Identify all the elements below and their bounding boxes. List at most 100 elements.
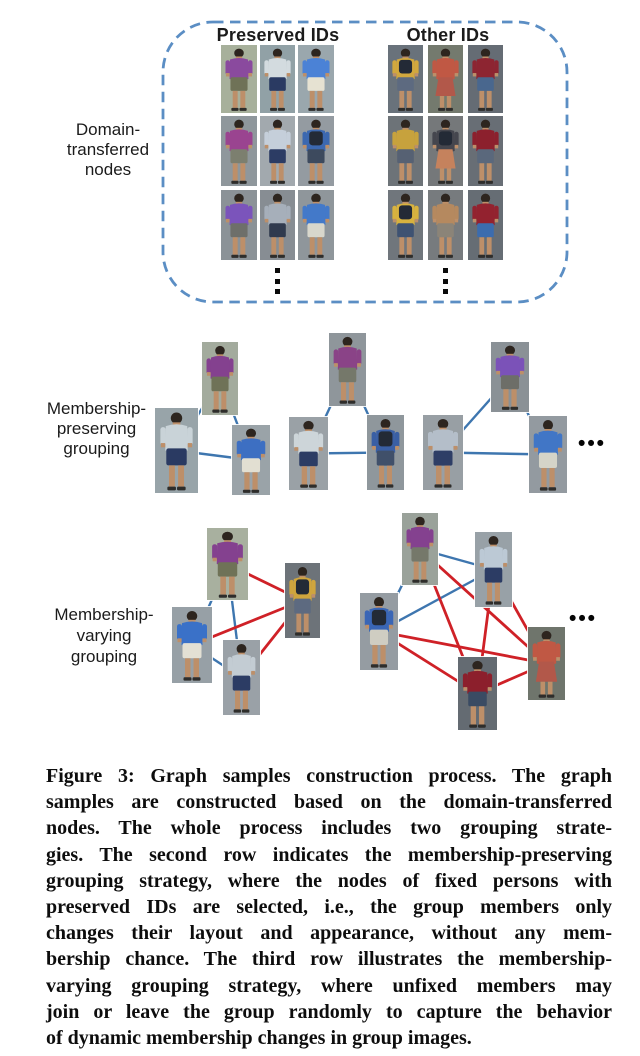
person-figure [428,45,463,113]
vertical-ellipsis-dot [442,268,448,273]
label-line: Domain- [75,120,141,139]
person-node [423,415,463,490]
person-figure [223,640,260,715]
person-node [202,342,238,415]
preserved-ids-label: Preserved IDs [216,25,340,45]
label-line: varying [76,626,132,645]
caption-line: join or leave the group randomly to capt… [46,1000,612,1023]
person-figure [232,425,270,495]
person-figure [388,116,423,186]
person-figure [528,627,565,700]
person-figure [367,415,404,490]
row3-horizontal-ellipsis: ••• [568,607,598,630]
membership-varying-grouping-label: Membership- varying grouping [24,604,184,667]
person-node [367,415,404,490]
person-node [260,116,295,186]
person-figure [388,45,423,113]
person-node [298,190,334,260]
person-node [260,45,295,113]
person-figure [260,45,295,113]
person-figure [428,116,463,186]
person-node [428,190,463,260]
person-figure [298,116,334,186]
person-figure [298,45,334,113]
person-node [428,45,463,113]
person-figure [458,657,497,730]
person-node [329,333,366,406]
label-line: Membership- [54,605,154,624]
person-node [298,116,334,186]
person-figure [329,333,366,406]
person-figure [221,190,257,260]
person-figure [285,563,320,638]
person-node [207,528,248,600]
vertical-ellipsis-dot [442,289,448,294]
person-node [388,45,423,113]
person-node [388,190,423,260]
figure-caption: Figure 3: Graph samples construction pro… [46,763,612,1051]
caption-line: varying grouping strategy, where unfixed… [46,974,612,997]
row2-horizontal-ellipsis: ••• [577,432,607,455]
person-figure [423,415,463,490]
caption-line: gies. The second row indicates the membe… [46,843,612,866]
person-figure [529,416,567,493]
person-node [232,425,270,495]
person-figure [428,190,463,260]
person-figure [468,190,503,260]
person-node [468,45,503,113]
person-node [360,593,398,670]
caption-line: of dynamic membership changes in group i… [46,1027,472,1050]
person-figure [388,190,423,260]
person-node [221,190,257,260]
person-figure [260,190,295,260]
person-node [529,416,567,493]
person-node [388,116,423,186]
other-ids-label: Other IDs [406,25,490,45]
person-node [468,190,503,260]
caption-line: changes their layout and appearance, wit… [46,922,612,945]
person-figure [402,513,438,585]
person-node [428,116,463,186]
caption-line: Figure 3: Graph samples construction pro… [46,765,612,787]
person-figure [468,45,503,113]
label-line: grouping [63,439,130,458]
person-node [475,532,512,607]
caption-line: nodes. The whole process includes two gr… [46,817,612,840]
person-node [289,417,328,490]
person-figure [360,593,398,670]
caption-line: preserved IDs are selected, i.e., the gr… [46,896,612,919]
person-figure [298,190,334,260]
person-figure [260,116,295,186]
person-node [260,190,295,260]
person-node [491,342,529,412]
person-figure [468,116,503,186]
person-node [528,627,565,700]
domain-transferred-nodes-label: Domain- transferred nodes [28,120,188,180]
vertical-ellipsis-dot [274,278,280,284]
membership-preserving-grouping-label: Membership- preserving grouping [14,399,179,459]
caption-line: grouping strategy, where the nodes of fi… [46,869,612,892]
person-node [221,116,257,186]
label-line: preserving [56,419,137,438]
caption-line: bership chance. The third row illustrate… [46,948,612,971]
person-figure [202,342,238,415]
person-node [468,116,503,186]
label-line: nodes [84,160,132,179]
person-node [285,563,320,638]
person-figure [289,417,328,490]
vertical-ellipsis-dot [274,268,280,273]
vertical-ellipsis-dot [442,278,448,284]
person-node [298,45,334,113]
person-figure [221,116,257,186]
person-node [402,513,438,585]
label-line: Membership- [46,399,147,418]
vertical-ellipsis-dot [274,289,280,294]
label-line: grouping [70,647,138,666]
person-node [458,657,497,730]
person-node [221,45,257,113]
label-line: transferred [66,140,150,159]
person-figure [475,532,512,607]
person-figure [207,528,248,600]
person-figure [491,342,529,412]
